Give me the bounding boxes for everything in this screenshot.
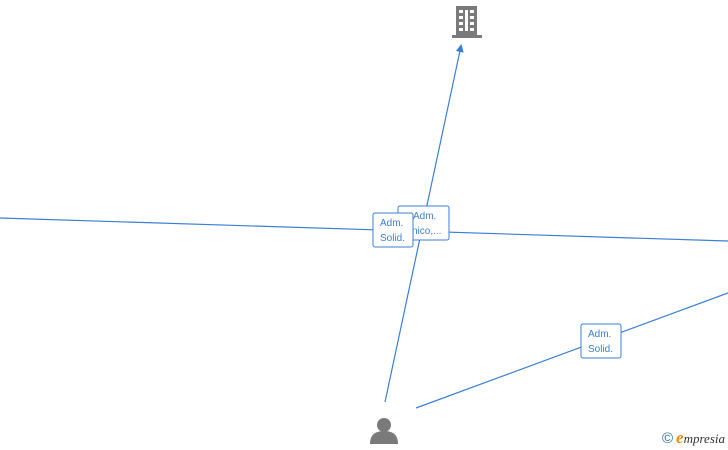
brand-logo: empresia <box>676 428 725 448</box>
edge-label-person-right[interactable]: Adm. Solid. <box>580 323 622 359</box>
edge-label-overlap-line1: Adm. <box>413 211 436 222</box>
brand-logo-text: mpresia <box>683 431 725 446</box>
brand-logo-e: e <box>676 428 684 447</box>
edge-label-person-right-line2: Solid. <box>588 344 613 355</box>
person-icon[interactable] <box>370 418 398 444</box>
building-icon[interactable] <box>452 6 482 38</box>
edge-horizontal-line <box>0 217 728 242</box>
edge-label-horizontal-line2: Solid. <box>380 233 405 244</box>
edge-label-overlap-line2: nico,... <box>412 226 441 237</box>
empresia-watermark: © empresia <box>661 428 725 448</box>
edge-person-right-line <box>415 292 728 409</box>
edge-label-person-right-line1: Adm. <box>588 329 611 340</box>
edge-label-horizontal[interactable]: Adm. Solid. <box>372 212 414 248</box>
edge-label-horizontal-line1: Adm. <box>380 218 403 229</box>
copyright-icon: © <box>661 429 674 447</box>
